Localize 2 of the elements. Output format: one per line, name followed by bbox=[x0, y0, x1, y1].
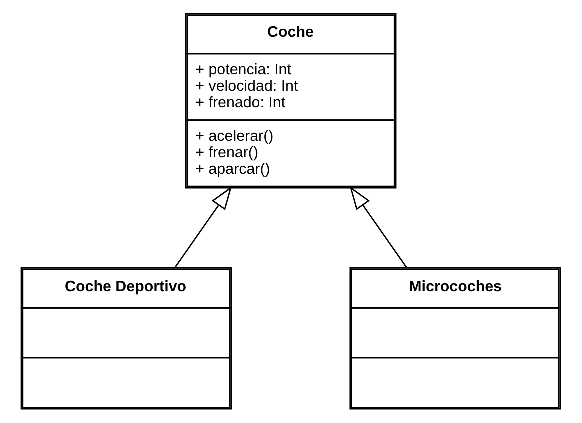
arrow bbox=[174, 186, 232, 268]
arrow bbox=[350, 186, 408, 268]
